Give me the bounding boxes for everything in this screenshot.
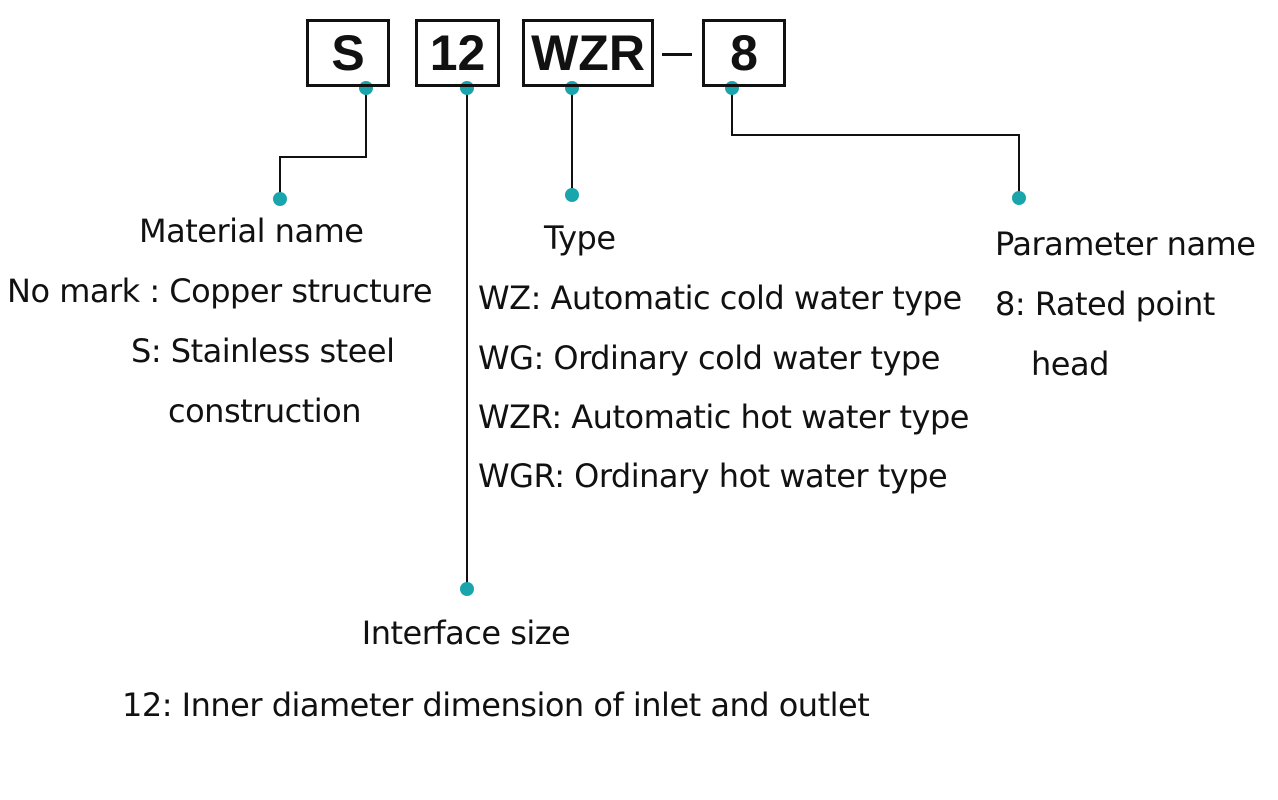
type-line-wgr: WGR: Ordinary hot water type [478,457,948,495]
interface-line-inner-diameter: 12: Inner diameter dimension of inlet an… [122,686,870,724]
type-line-wzr: WZR: Automatic hot water type [478,398,969,436]
type-line-wg: WG: Ordinary cold water type [478,339,940,377]
type-heading: Type [544,219,616,257]
type-code-box: WZR [522,19,654,87]
material-heading: Material name [139,212,364,250]
size-code-box: 12 [415,19,500,87]
parameter-line-head: head [1031,345,1109,383]
parameter-end-dot [1012,191,1026,205]
type-line-wz: WZ: Automatic cold water type [478,279,962,317]
code-separator-dash [662,53,692,56]
material-line-stainless: S: Stainless steel [131,332,395,370]
parameter-code-box: 8 [702,19,786,87]
interface-heading: Interface size [361,614,571,652]
material-end-dot [273,192,287,206]
parameter-heading: Parameter name [995,225,1256,263]
material-line-no-mark: No mark : Copper structure [7,272,433,310]
interface-end-dot [460,582,474,596]
material-connector [279,88,367,199]
parameter-connector [731,88,1020,198]
parameter-line-rated: 8: Rated point [995,285,1215,323]
type-end-dot [565,188,579,202]
material-code-box: S [306,19,390,87]
material-line-construction: construction [168,392,362,430]
